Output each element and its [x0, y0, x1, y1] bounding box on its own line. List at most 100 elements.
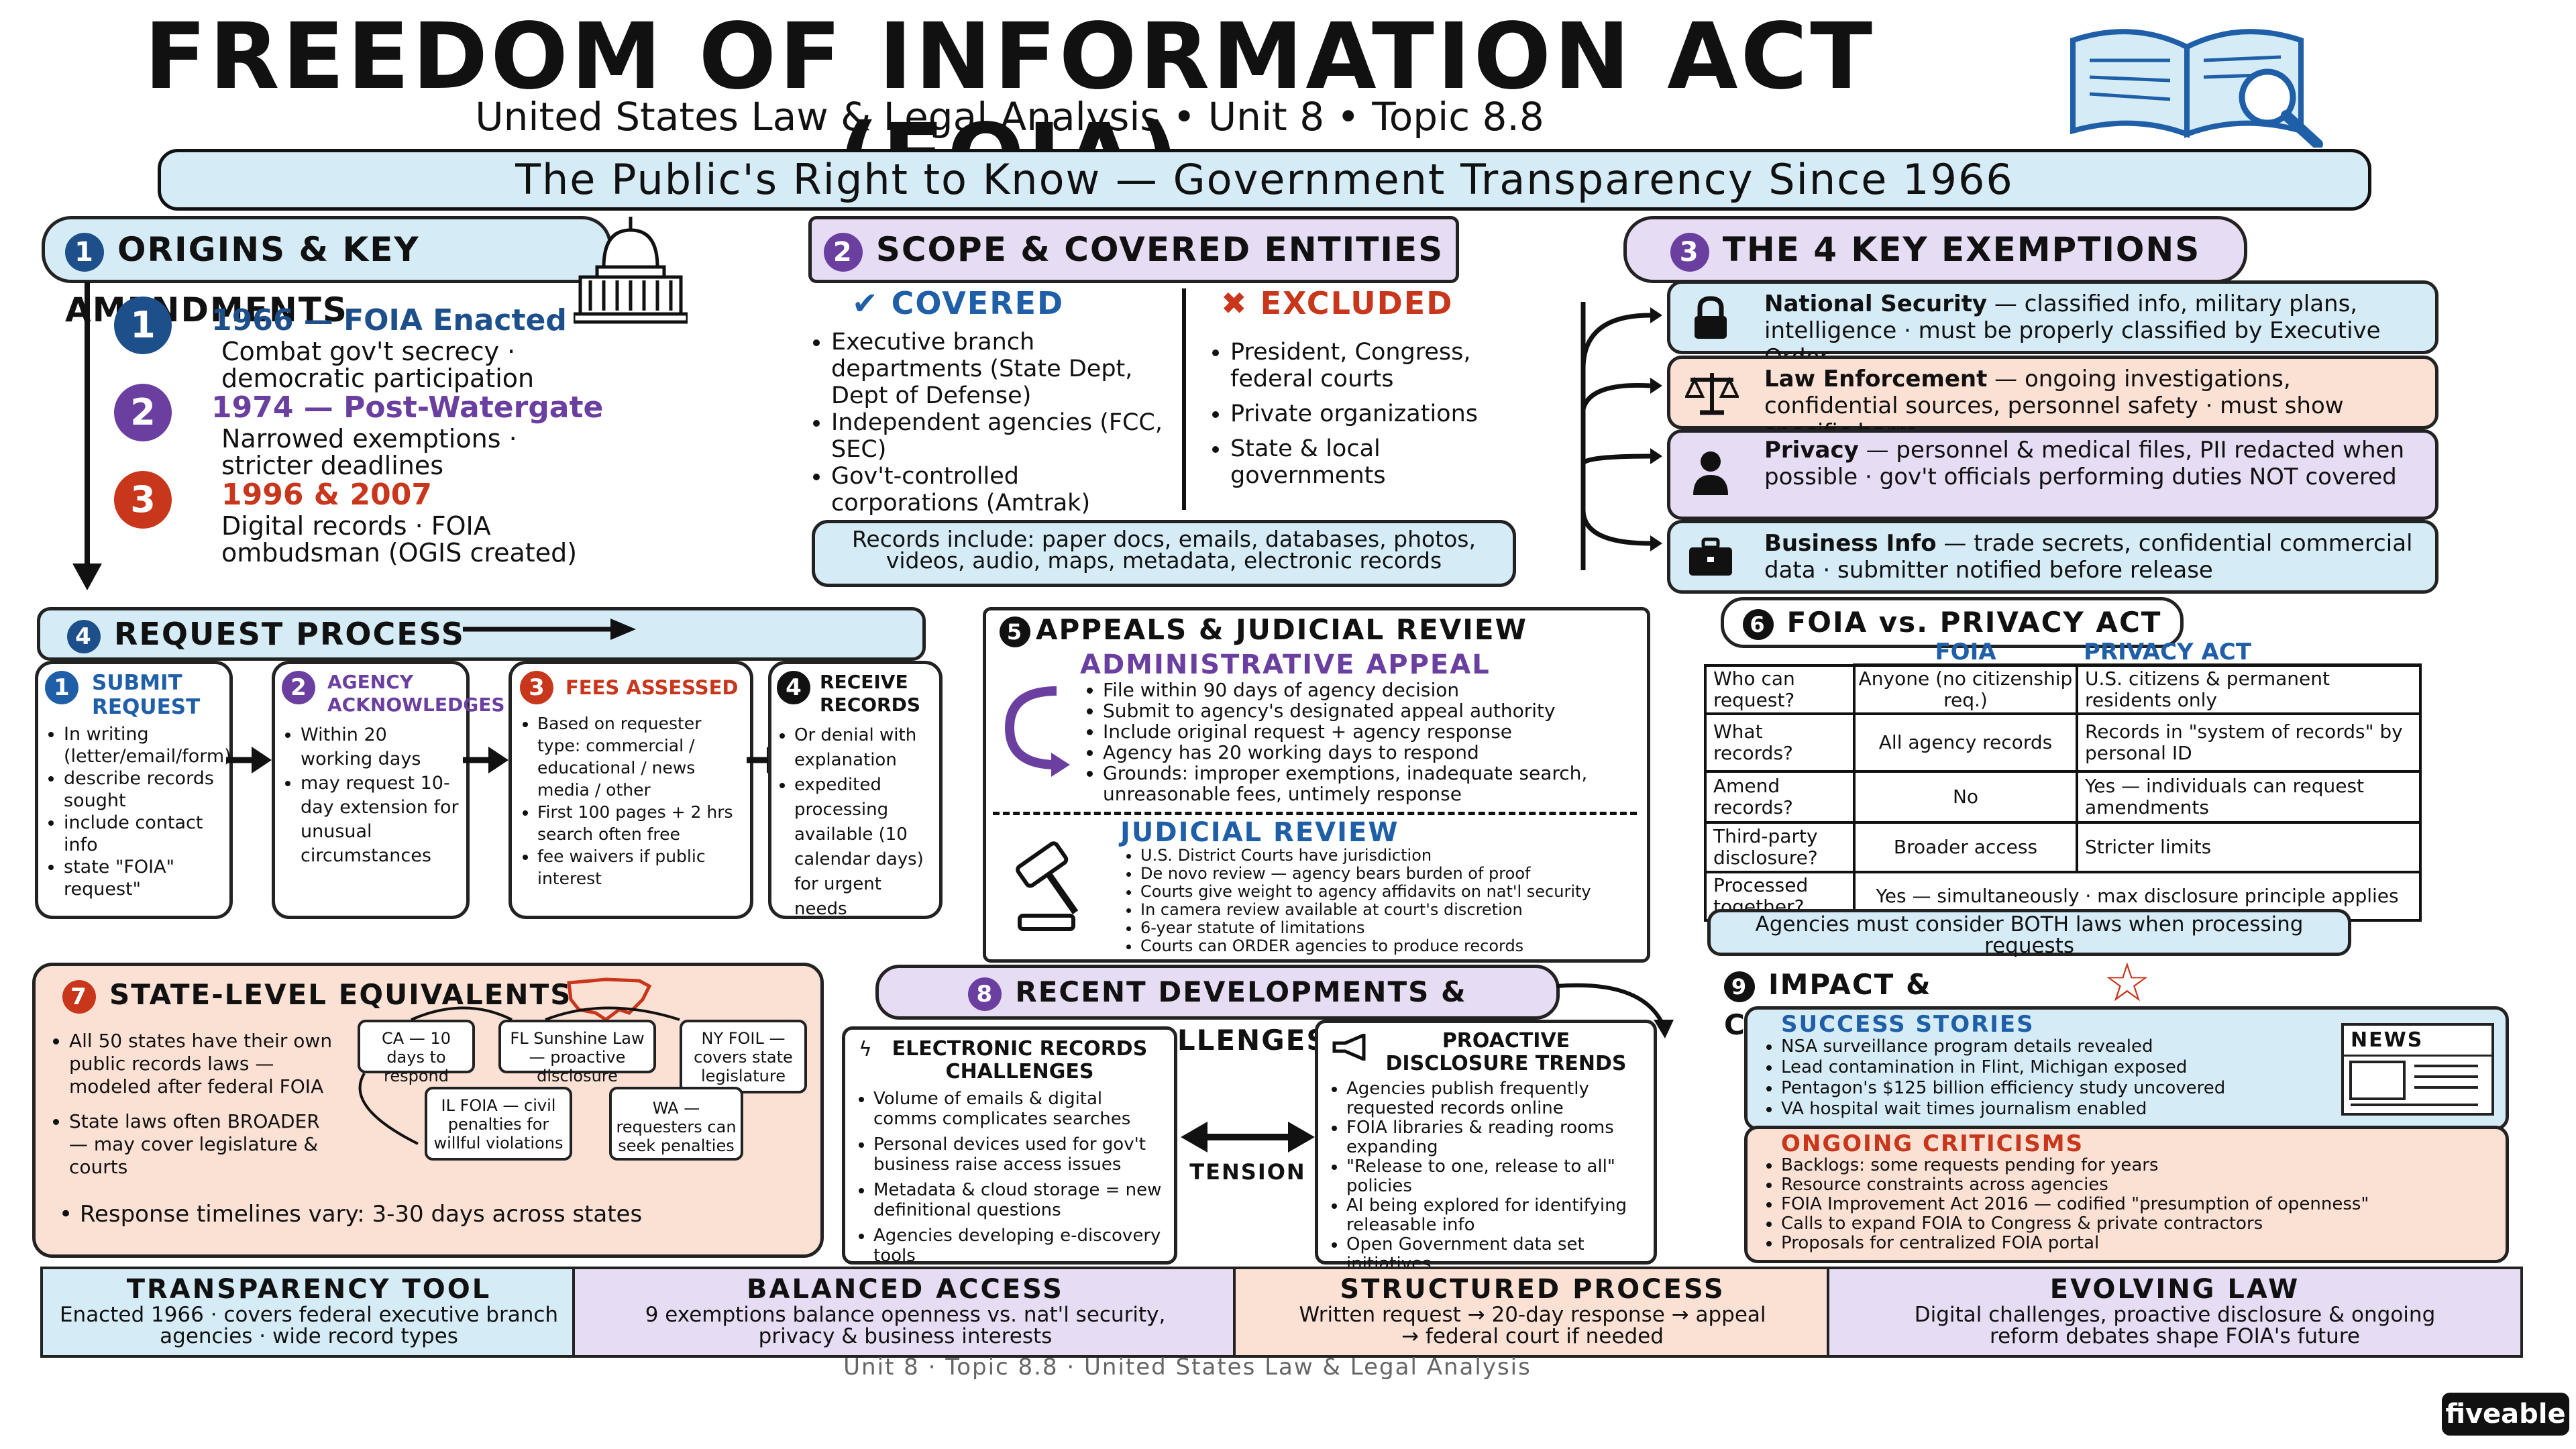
success-panel: SUCCESS STORIES NSA surveillance program…: [1744, 1006, 2509, 1130]
request-step: 4 RECEIVE RECORDS Or denial with explana…: [768, 661, 943, 919]
briefcase-icon: [1689, 537, 1732, 576]
exemption-text: — ongoing investigations, confidential s…: [1764, 366, 2344, 446]
usa-map-icon: [567, 977, 652, 1022]
electronic-panel: ϟ ELECTRONIC RECORDS CHALLENGES Volume o…: [842, 1026, 1177, 1266]
list-item: FOIA libraries & reading rooms expanding: [1346, 1118, 1648, 1157]
list-item: Calls to expand FOIA to Congress & priva…: [1781, 1214, 2499, 1234]
newspaper-icon: NEWS: [2341, 1023, 2494, 1116]
row-privacy: Stricter limits: [2076, 820, 2422, 873]
exemptions-heading: THE 4 KEY EXEMPTIONS: [1722, 230, 2201, 269]
circular-arrow-icon: [1004, 686, 1070, 777]
list-item: FOIA Improvement Act 2016 — codified "pr…: [1781, 1195, 2499, 1214]
list-item: Resource constraints across agencies: [1781, 1175, 2499, 1195]
open-book-magnifier-icon: [2070, 29, 2323, 148]
capitol-building-icon: [574, 217, 688, 324]
summary-evolving: EVOLVING LAW Digital challenges, proacti…: [1827, 1267, 2523, 1358]
proactive-panel: PROACTIVE DISCLOSURE TRENDS Agencies pub…: [1315, 1020, 1657, 1274]
divider: [993, 812, 1637, 815]
origin-title: 1974 — Post-Watergate: [211, 390, 604, 425]
curved-arrow: [1556, 983, 1674, 1038]
row-question: Who can request?: [1704, 663, 1856, 715]
origin-title: 1996 & 2007: [221, 478, 432, 512]
news-label: NEWS: [2344, 1026, 2491, 1057]
request-step: 3 FEES ASSESSED Based on requester type:…: [508, 661, 753, 919]
list-item: U.S. District Courts have jurisdiction: [1140, 847, 1644, 865]
list-item: NSA surveillance program details reveale…: [1781, 1036, 2324, 1057]
timeline-arrow: [72, 282, 102, 590]
list-item: Within 20 working days: [301, 723, 462, 771]
recent-heading: RECENT DEVELOPMENTS & CHALLENGES: [1015, 975, 1467, 1057]
row-foia: No: [1853, 769, 2078, 824]
step-number: 1: [45, 671, 78, 704]
origins-heading: ORIGINS & KEY AMENDMENTS: [65, 230, 420, 329]
request-step: 2 AGENCY ACKNOWLEDGES Within 20 working …: [272, 661, 505, 919]
step-number: 2: [282, 671, 315, 704]
list-item: Agency has 20 working days to respond: [1103, 742, 1637, 763]
page-subtitle: United States Law & Legal Analysis • Uni…: [475, 94, 1544, 140]
criticism-panel: ONGOING CRITICISMS Backlogs: some reques…: [1744, 1126, 2509, 1263]
step-number: 3: [520, 671, 553, 704]
electronic-heading: ELECTRONIC RECORDS CHALLENGES: [892, 1037, 1148, 1083]
row-question: Third-party disclosure?: [1704, 820, 1856, 873]
exemption-name: Business Info: [1764, 530, 1937, 557]
excluded-heading: ✖ EXCLUDED: [1221, 285, 1453, 321]
list-item: State & local governments: [1230, 435, 1503, 489]
list-item: 6-year statute of limitations: [1140, 919, 1644, 937]
row-foia: All agency records: [1853, 712, 2078, 773]
step-arrow-icon: [463, 747, 508, 773]
recent-header: 8 RECENT DEVELOPMENTS & CHALLENGES: [875, 965, 1560, 1057]
fl-box: FL Sunshine Law — proactive disclosure: [498, 1020, 656, 1085]
list-item: Agencies developing e-discovery tools: [873, 1226, 1169, 1266]
origin-item: 1 1966 — FOIA Enacted Combat gov't secre…: [111, 297, 641, 392]
state-heading: STATE-LEVEL EQUIVALENTS: [109, 978, 572, 1011]
list-item: In writing (letter/email/form): [64, 723, 231, 767]
row-question: Amend records?: [1704, 769, 1856, 824]
list-item: AI being explored for identifying releas…: [1346, 1196, 1648, 1235]
branch-arrows: [1580, 302, 1662, 570]
covered-label: COVERED: [891, 285, 1065, 321]
section-number: 2: [823, 232, 863, 272]
section-number: 6: [1742, 608, 1774, 640]
step-title: AGENCY ACKNOWLEDGES: [327, 671, 505, 716]
section-number: 5: [1000, 616, 1030, 647]
summary-transparency: TRANSPARENCY TOOL Enacted 1966 · covers …: [40, 1267, 578, 1358]
double-arrow-icon: [1181, 1122, 1315, 1152]
summary-text: Written request → 20-day response → appe…: [1299, 1303, 1766, 1348]
origin-item: 2 1974 — Post-Watergate Narrowed exempti…: [111, 384, 641, 479]
row-privacy: Yes — individuals can request amendments: [2076, 769, 2422, 824]
admin-appeal-heading: ADMINISTRATIVE APPEAL: [1080, 649, 1491, 680]
row-privacy: U.S. citizens & permanent residents only: [2076, 663, 2422, 715]
list-item: Or denial with explanation: [794, 723, 935, 773]
excluded-label: EXCLUDED: [1260, 285, 1454, 321]
lock-icon: [1695, 296, 1727, 339]
origin-text: Digital records · FOIA ombudsman (OGIS c…: [221, 511, 578, 568]
exemption-card: National Security — classified info, mil…: [1667, 280, 2438, 371]
person-icon: [1693, 451, 1728, 495]
step-title: FEES ASSESSED: [566, 676, 739, 699]
list-item: Backlogs: some requests pending for year…: [1781, 1156, 2499, 1175]
list-item: expedited processing available (10 calen…: [794, 773, 935, 922]
list-item: Lead contamination in Flint, Michigan ex…: [1781, 1057, 2324, 1078]
list-item: First 100 pages + 2 hrs search often fre…: [537, 801, 745, 845]
summary-title: EVOLVING LAW: [2049, 1274, 2300, 1305]
list-item: Based on requester type: commercial / ed…: [537, 712, 745, 801]
scales-icon: [1685, 373, 1739, 415]
section-number: 8: [968, 977, 1002, 1011]
megaphone-icon: [1332, 1034, 1366, 1061]
origin-number: 2: [114, 384, 172, 441]
success-heading: SUCCESS STORIES: [1781, 1011, 2035, 1038]
covered-list: Executive branch departments (State Dept…: [808, 329, 1171, 517]
origin-number: 3: [114, 471, 172, 529]
summary-title: STRUCTURED PROCESS: [1340, 1274, 1725, 1305]
list-item: Executive branch departments (State Dept…: [831, 329, 1171, 409]
column-header-foia: FOIA: [1854, 641, 2077, 667]
tension-label: TENSION: [1189, 1159, 1306, 1185]
summary-text: 9 exemptions balance openness vs. nat'l …: [645, 1303, 1166, 1348]
list-item: Submit to agency's designated appeal aut…: [1103, 700, 1637, 721]
section-number: 1: [65, 232, 104, 272]
